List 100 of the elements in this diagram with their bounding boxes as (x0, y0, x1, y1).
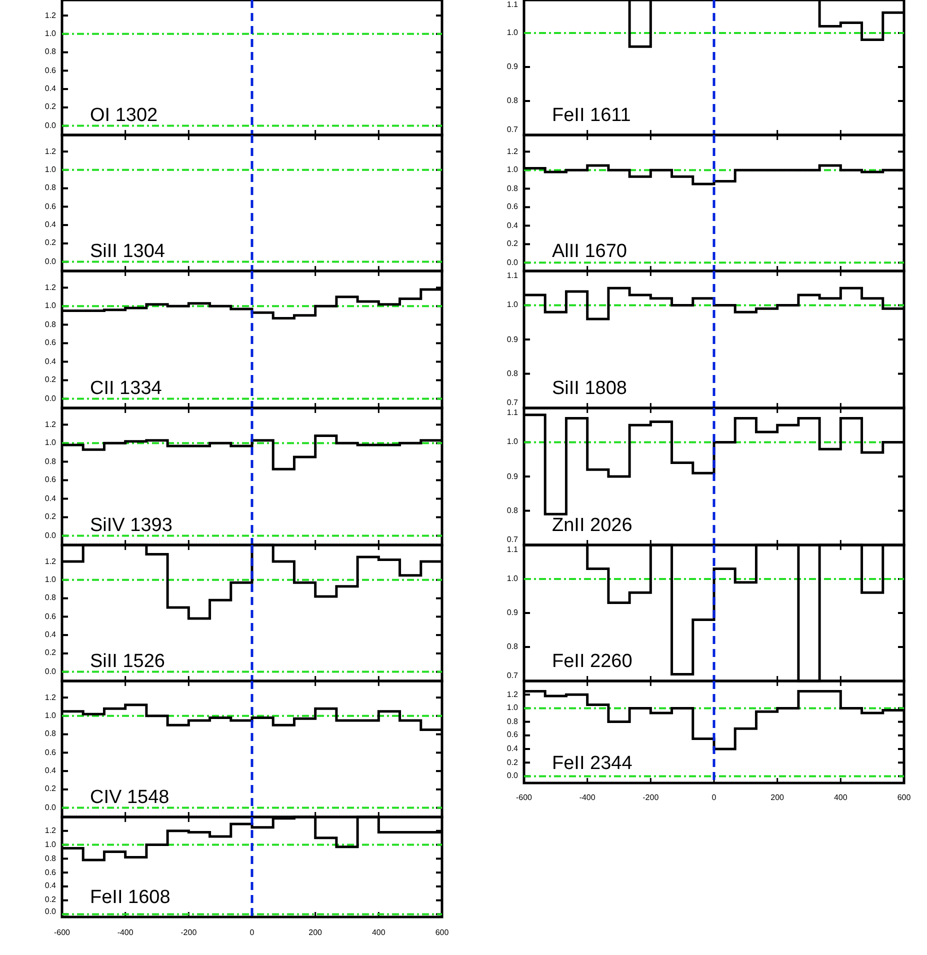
tick-label: 0.8 (44, 184, 56, 192)
tick-label: 0.0 (44, 394, 56, 403)
spectral-line-label: FeII 2344 (552, 754, 632, 773)
spectral-line-label: SiII 1526 (90, 652, 165, 671)
tick-label: 0.4 (44, 882, 56, 890)
tick-label: 0.9 (506, 63, 518, 71)
tick-label: 0 (710, 794, 718, 802)
tick-label: 0.8 (506, 370, 518, 378)
tick-label: 1.0 (506, 438, 518, 446)
tick-label: 0.2 (44, 649, 56, 658)
tick-label: 0.2 (44, 103, 56, 112)
tick-label: 0.2 (506, 240, 518, 248)
tick-label: 1.2 (44, 420, 56, 429)
tick-label: 0.7 (506, 399, 518, 407)
tick-label: 0.9 (506, 472, 518, 480)
tick-label: 1.2 (44, 826, 56, 835)
tick-label: 0.6 (44, 748, 56, 757)
tick-label: 1.0 (44, 166, 56, 174)
spectral-line-label: SiII 1808 (552, 379, 627, 398)
tick-label: 0.0 (44, 122, 56, 130)
tick-label: 0.7 (506, 536, 518, 544)
tick-label: 0.4 (44, 767, 56, 776)
spectral-line-label: SiII 1304 (90, 242, 165, 261)
spectral-line-label: ZnII 2026 (552, 516, 632, 535)
tick-label: 0.0 (44, 804, 56, 812)
tick-label: 0.0 (44, 532, 56, 540)
spectral-line-label: SiIV 1393 (90, 516, 172, 535)
tick-label: 0.6 (44, 868, 56, 877)
tick-label: 0.6 (506, 203, 518, 212)
tick-label: 1.1 (506, 272, 518, 280)
tick-label: 1.0 (44, 576, 56, 584)
tick-label: 0.0 (44, 668, 56, 676)
tick-label: 0.2 (44, 785, 56, 794)
tick-label: 0.0 (44, 258, 56, 266)
spectral-line-label: FeII 1611 (552, 106, 631, 125)
tick-label: 0.8 (506, 97, 518, 105)
tick-label: 1.1 (506, 409, 518, 417)
tick-label: 1.0 (506, 704, 518, 712)
tick-label: 1.2 (44, 284, 56, 292)
tick-label: 0.2 (44, 376, 56, 384)
tick-label: 1.0 (506, 301, 518, 310)
tick-label: -200 (642, 794, 660, 802)
spectral-line-label: OI 1302 (90, 106, 158, 125)
tick-label: 0.6 (506, 731, 518, 740)
tick-label: 1.0 (44, 30, 56, 38)
spectral-line-label: AlII 1670 (552, 242, 627, 261)
tick-label: 1.2 (506, 148, 518, 156)
tick-label: 600 (434, 929, 450, 937)
tick-label: 0.7 (506, 126, 518, 134)
tick-label: 0.4 (506, 745, 518, 753)
tick-label: 0 (248, 929, 256, 937)
tick-label: 1.0 (44, 302, 56, 310)
spectral-line-label: FeII 1608 (90, 888, 170, 907)
tick-label: 1.0 (506, 575, 518, 583)
tick-label: 200 (770, 794, 785, 802)
tick-label: -600 (514, 794, 533, 802)
tick-label: 0.6 (44, 476, 56, 484)
tick-label: 1.2 (44, 694, 56, 702)
tick-label: 0.6 (44, 612, 56, 621)
tick-label: 0.8 (44, 320, 56, 329)
tick-label: 0.6 (44, 66, 56, 75)
tick-label: 200 (308, 929, 323, 937)
tick-label: 0.8 (506, 643, 518, 651)
spectral-line-label: CII 1334 (90, 379, 162, 398)
tick-label: 0.0 (44, 908, 56, 916)
tick-label: 0.2 (44, 239, 56, 248)
tick-label: 0.7 (506, 672, 518, 680)
tick-label: 400 (832, 794, 848, 802)
tick-label: 0.8 (44, 854, 56, 863)
tick-label: 0.8 (44, 730, 56, 738)
tick-label: 1.0 (44, 840, 56, 849)
tick-label: 1.0 (506, 29, 518, 37)
tick-label: 0.4 (44, 85, 56, 94)
tick-label: 0.9 (506, 609, 518, 617)
tick-label: -600 (52, 929, 71, 937)
tick-label: -400 (116, 929, 134, 937)
tick-label: 1.0 (44, 712, 56, 720)
tick-label: 0.6 (44, 202, 56, 211)
tick-label: 1.0 (44, 439, 56, 448)
tick-label: 1.2 (44, 148, 56, 156)
tick-label: -400 (578, 794, 596, 802)
tick-label: 0.4 (44, 494, 56, 503)
tick-label: 0.0 (506, 772, 518, 780)
tick-label: 0.9 (506, 336, 518, 344)
tick-label: 0.2 (506, 758, 518, 767)
tick-label: 400 (370, 929, 386, 937)
tick-label: 1.2 (44, 12, 56, 20)
tick-label: 0.2 (44, 896, 56, 904)
tick-label: 0.6 (44, 339, 56, 348)
spectral-line-label: FeII 2260 (552, 652, 632, 671)
tick-label: 0.4 (44, 358, 56, 366)
tick-label: 600 (896, 794, 912, 802)
tick-label: 1.0 (506, 166, 518, 174)
tick-label: 1.2 (506, 690, 518, 699)
tick-label: 0.8 (506, 718, 518, 726)
tick-label: -200 (180, 929, 198, 937)
tick-label: 0.4 (44, 631, 56, 640)
tick-label: 0.4 (506, 222, 518, 230)
tick-label: 1.2 (44, 558, 56, 566)
tick-label: 0.8 (44, 48, 56, 56)
